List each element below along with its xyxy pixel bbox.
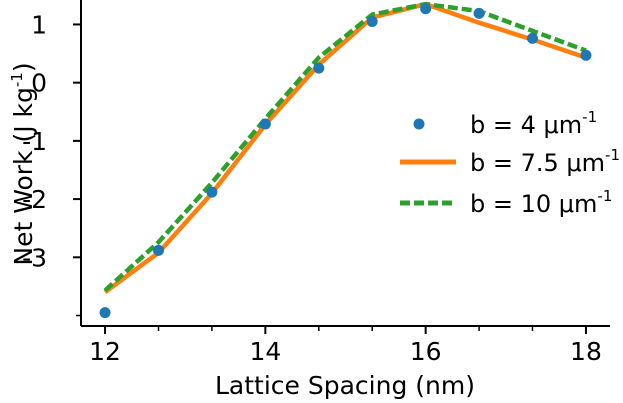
x-axis-title: Lattice Spacing (nm): [215, 371, 475, 400]
x-tick-label: 16: [410, 337, 442, 366]
data-point-b4: [473, 7, 485, 19]
y-tick-label: -3: [22, 243, 47, 272]
series-layer: [99, 1, 592, 319]
x-tick-label: 18: [570, 337, 602, 366]
legend-entry-b10: b = 10 μm-1: [400, 187, 612, 218]
ticks: 12 14 16 18 1 0 -1 -2 -3: [22, 10, 602, 366]
data-point-b4: [526, 32, 538, 44]
legend-label-b10: b = 10 μm-1: [470, 187, 612, 218]
series-line-b7-5: [103, 1, 587, 295]
data-point-b4: [313, 62, 325, 74]
y-tick-label: -2: [22, 185, 47, 214]
data-point-b4: [153, 244, 165, 256]
y-axis-title-exponent: -1: [8, 72, 26, 87]
legend-entry-b4: b = 4 μm-1: [413, 108, 597, 139]
data-point-b4: [366, 16, 378, 28]
y-tick-label: 1: [31, 10, 47, 39]
series-line-b10: [103, 1, 587, 293]
data-point-b4: [206, 186, 218, 198]
legend-label-b4: b = 4 μm-1: [470, 108, 597, 139]
x-tick-label: 14: [249, 337, 281, 366]
x-tick-label: 12: [89, 337, 121, 366]
y-axis-title-close: ): [9, 62, 38, 72]
legend-label-b7-5: b = 7.5 μm-1: [470, 146, 620, 177]
legend-marker-b4: [413, 118, 425, 130]
y-axis-title: Net Work (J kg-1): [8, 62, 38, 265]
y-tick-label: 0: [31, 69, 47, 98]
data-point-b4: [580, 49, 592, 61]
legend: b = 4 μm-1 b = 7.5 μm-1 b = 10 μm-1: [400, 108, 620, 218]
axes: [80, 0, 610, 327]
legend-entry-b7-5: b = 7.5 μm-1: [400, 146, 620, 177]
data-point-b4: [99, 307, 111, 319]
data-point-b4: [420, 3, 432, 15]
y-axis-title-main: Net Work (J kg: [9, 87, 38, 266]
y-tick-label: -1: [22, 127, 47, 156]
data-point-b4: [259, 118, 271, 130]
